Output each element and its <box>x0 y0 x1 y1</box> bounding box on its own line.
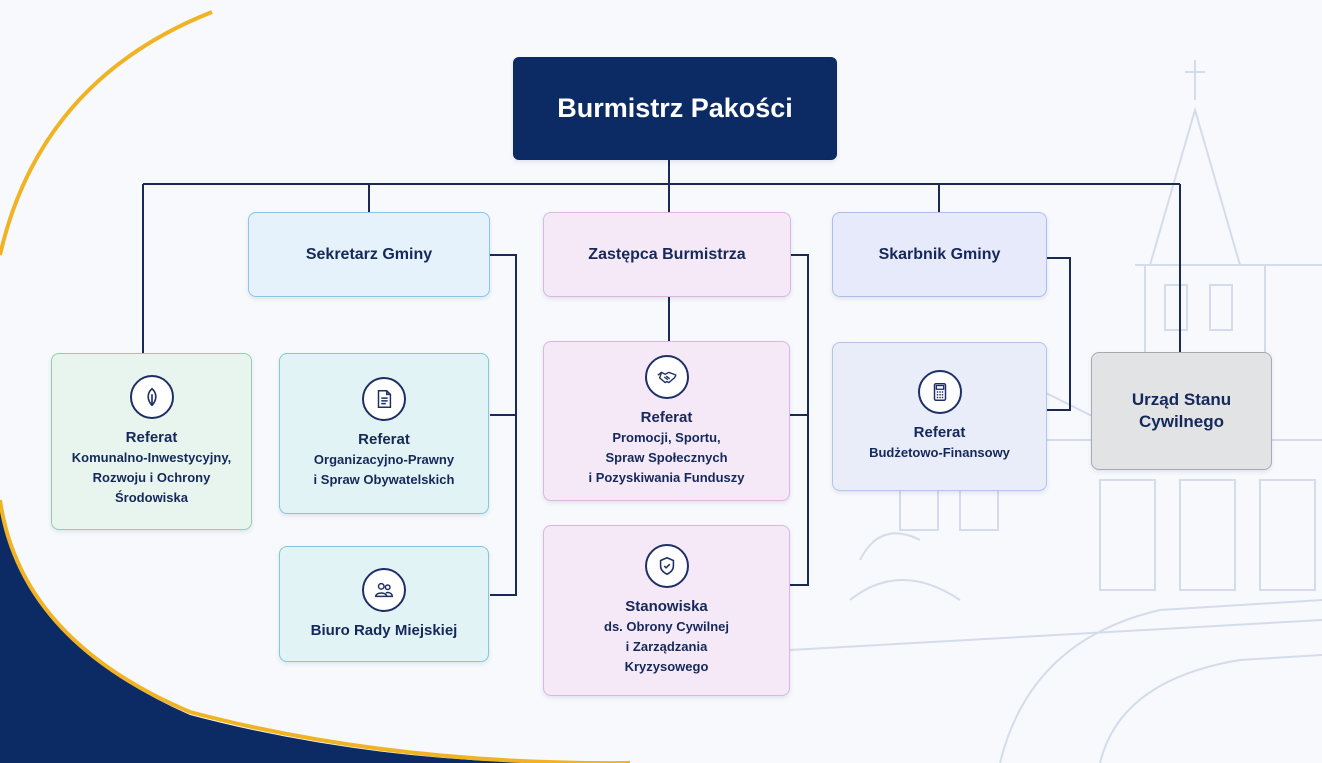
urzad-stanu-cywilnego-line-2: Cywilnego <box>1138 412 1224 431</box>
shield-check-icon <box>644 544 689 588</box>
zastepca-burmistrza-box: Zastępca Burmistrza <box>543 212 791 297</box>
referat-budzetowy-line-2: Budżetowo-Finansowy <box>869 445 1010 460</box>
referat-komunalny-line-4: Środowiska <box>115 490 188 505</box>
stanowiska-obrony-line-2: ds. Obrony Cywilnej <box>604 619 729 634</box>
referat-budzetowy-line-1: Referat <box>913 424 966 441</box>
referat-organizacyjny-box: Referat Organizacyjno-Prawny i Spraw Oby… <box>279 353 489 514</box>
referat-komunalny-line-3: Rozwoju i Ochrony <box>92 470 211 485</box>
referat-budzetowy-box: Referat Budżetowo-Finansowy <box>832 342 1047 491</box>
urzad-stanu-cywilnego-box: Urząd Stanu Cywilnego <box>1091 352 1272 470</box>
sekretarz-gminy-label: Sekretarz Gminy <box>305 245 433 263</box>
burmistrz-box: Burmistrz Pakości <box>513 57 837 160</box>
stanowiska-obrony-line-3: i Zarządzania <box>625 639 708 654</box>
referat-organizacyjny-line-3: i Spraw Obywatelskich <box>313 472 455 487</box>
biuro-rady-box: Biuro Rady Miejskiej <box>279 546 489 662</box>
referat-komunalny-line-2: Komunalno-Inwestycyjny, <box>71 450 232 465</box>
referat-promocji-line-2: Promocji, Sportu, <box>612 429 721 445</box>
zastepca-burmistrza-label: Zastępca Burmistrza <box>588 245 746 263</box>
referat-promocji-box: Referat Promocji, Sportu, Spraw Społeczn… <box>543 341 790 501</box>
stanowiska-obrony-box: Stanowiska ds. Obrony Cywilnej i Zarządz… <box>543 525 790 696</box>
referat-organizacyjny-line-2: Organizacyjno-Prawny <box>313 452 455 467</box>
referat-organizacyjny-line-1: Referat <box>358 431 410 448</box>
referat-promocji-line-4: i Pozyskiwania Funduszy <box>588 469 745 485</box>
biuro-rady-label: Biuro Rady Miejskiej <box>310 621 458 639</box>
referat-komunalny-box: Referat Komunalno-Inwestycyjny, Rozwoju … <box>51 353 252 530</box>
burmistrz-label: Burmistrz Pakości <box>557 93 793 123</box>
urzad-stanu-cywilnego-line-1: Urząd Stanu <box>1131 390 1232 409</box>
referat-promocji-line-3: Spraw Społecznych <box>605 449 728 465</box>
calculator-icon <box>917 370 962 414</box>
navy-wave <box>0 505 620 763</box>
skarbnik-gminy-label: Skarbnik Gminy <box>878 245 1001 263</box>
gold-swoosh <box>0 10 213 256</box>
leaf-icon <box>129 375 174 419</box>
referat-promocji-line-1: Referat <box>640 408 693 426</box>
document-icon <box>362 377 406 421</box>
handshake-icon <box>644 354 689 399</box>
referat-komunalny-line-1: Referat <box>125 429 178 446</box>
sekretarz-gminy-box: Sekretarz Gminy <box>248 212 490 297</box>
stanowiska-obrony-line-1: Stanowiska <box>625 598 708 615</box>
stanowiska-obrony-line-4: Kryzysowego <box>624 659 709 674</box>
gold-wave-edge <box>0 499 630 763</box>
skarbnik-gminy-box: Skarbnik Gminy <box>832 212 1047 297</box>
people-icon <box>362 567 406 612</box>
